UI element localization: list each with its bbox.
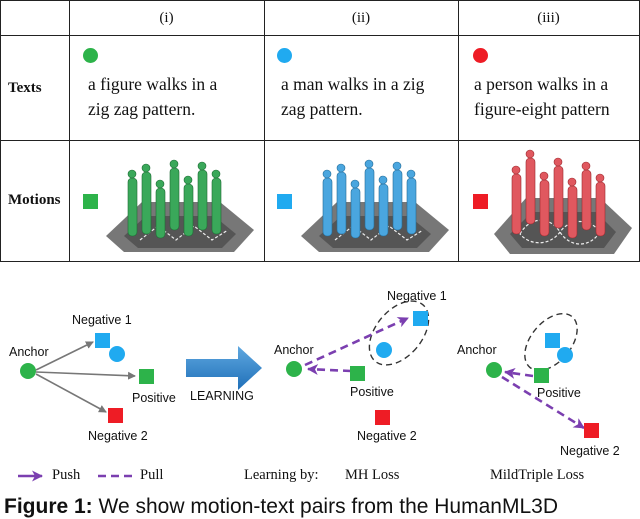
negative1-circle	[109, 346, 125, 362]
negative1-circle	[376, 342, 392, 358]
legend-mildtriple-loss: MildTriple Loss	[490, 467, 585, 483]
learning-arrow	[186, 346, 262, 390]
panel-before-learning	[20, 333, 154, 423]
negative1-square	[545, 333, 560, 348]
negative2-square	[584, 423, 599, 438]
negative1-circle	[557, 347, 573, 363]
negative2-square	[108, 408, 123, 423]
text-caption-line: figure-eight pattern	[474, 99, 610, 119]
negative1-square	[95, 333, 110, 348]
motion-render-image	[301, 159, 449, 252]
motion-marker-square	[473, 194, 488, 209]
text-caption-line: a figure walks in a	[88, 74, 218, 94]
negative2-square	[375, 410, 390, 425]
figure-caption-text: We show motion-text pairs from the Human…	[98, 495, 558, 518]
comparison-table: (i) (ii) (iii) Texts Motions a figure wa…	[0, 0, 640, 262]
table-rule	[0, 0, 1, 262]
text-marker-circle	[83, 48, 98, 63]
panel3-positive-label: Positive	[537, 386, 581, 400]
positive-square	[350, 366, 365, 381]
motion-marker-square	[277, 194, 292, 209]
table-rule	[0, 140, 640, 141]
anchor-circle	[20, 363, 36, 379]
table-rule	[458, 0, 459, 262]
panel2-anchor-label: Anchor	[274, 343, 314, 357]
legend-pull-label: Pull	[140, 467, 164, 483]
anchor-circle	[486, 362, 502, 378]
text-caption-line: a person walks in a	[474, 74, 609, 94]
legend-mh-loss: MH Loss	[345, 467, 400, 483]
table-rule	[0, 261, 640, 262]
panel2-negative1-label: Negative 1	[387, 289, 447, 303]
panel-mh-loss	[286, 300, 430, 425]
positive-square	[139, 369, 154, 384]
panel1-anchor-label: Anchor	[9, 345, 49, 359]
table-rule	[264, 0, 265, 262]
column-header-iii: (iii)	[537, 10, 560, 26]
motion-marker-square	[83, 194, 98, 209]
triplet-diagram	[18, 300, 599, 482]
motion-render-image	[106, 159, 254, 252]
legend-push-label: Push	[52, 467, 81, 483]
table-rule	[0, 35, 640, 36]
text-marker-circle	[473, 48, 488, 63]
panel1-negative1-label: Negative 1	[72, 313, 132, 327]
figure-label: Figure 1:	[4, 495, 93, 518]
panel-mildtriple-loss	[486, 312, 599, 438]
legend-learning-by: Learning by:	[244, 467, 319, 483]
panel1-negative2-label: Negative 2	[88, 429, 148, 443]
table-rule	[69, 0, 70, 262]
panel2-negative2-label: Negative 2	[357, 429, 417, 443]
figure-caption: Figure 1: We show motion-text pairs from…	[4, 495, 558, 519]
text-caption-line: a man walks in a zig	[281, 74, 425, 94]
text-caption-line: zig zag pattern.	[88, 99, 196, 119]
negative1-square	[413, 311, 428, 326]
column-header-ii: (ii)	[351, 10, 371, 26]
learning-arrow-label: LEARNING	[190, 389, 254, 403]
positive-square	[534, 368, 549, 383]
anchor-circle	[286, 361, 302, 377]
row-header-texts: Texts	[8, 80, 42, 96]
panel1-positive-label: Positive	[132, 391, 176, 405]
column-header-i: (i)	[159, 10, 174, 26]
row-header-motions: Motions	[8, 192, 61, 208]
panel3-anchor-label: Anchor	[457, 343, 497, 357]
panel3-negative2-label: Negative 2	[560, 444, 620, 458]
text-caption-line: zag pattern.	[281, 99, 363, 119]
panel2-positive-label: Positive	[350, 385, 394, 399]
table-rule	[0, 0, 640, 1]
motion-render-image	[494, 149, 632, 254]
text-marker-circle	[277, 48, 292, 63]
